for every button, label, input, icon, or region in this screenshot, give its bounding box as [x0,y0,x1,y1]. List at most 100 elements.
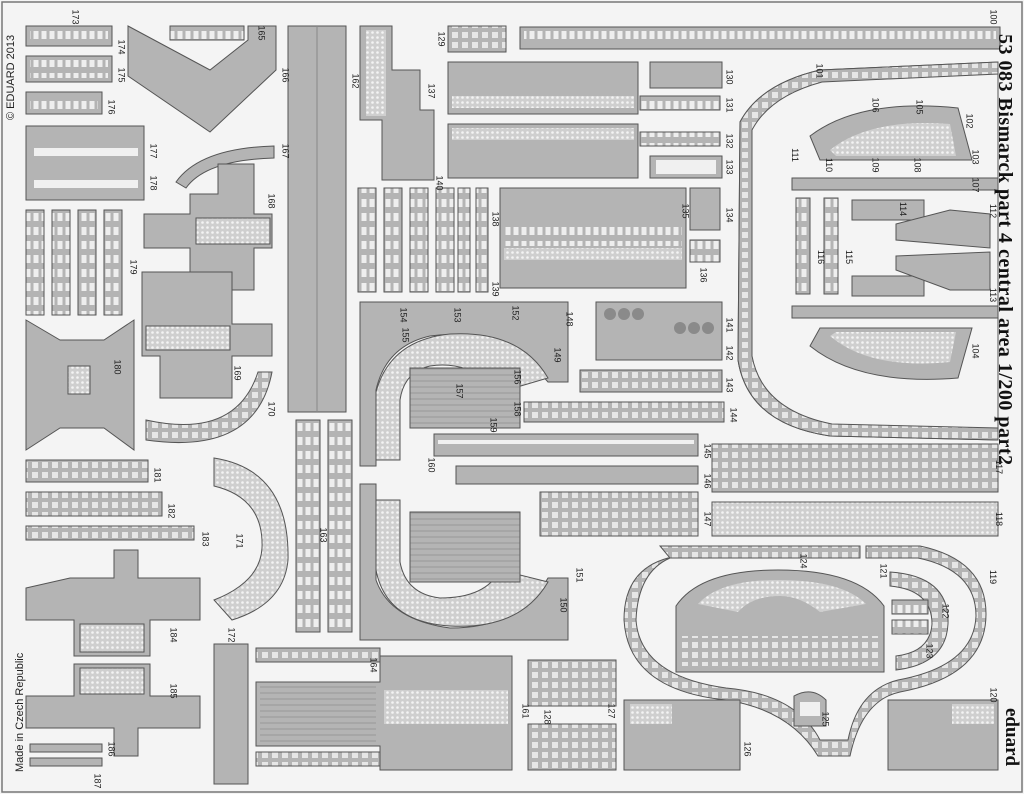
part-number-label: 141 [724,317,735,333]
part-number-label: 186 [106,741,117,757]
part-number-label: 184 [168,627,179,643]
part-number-label: 143 [724,377,735,393]
part-number-label: 157 [454,383,465,399]
part-number-label: 148 [564,311,575,327]
part-number-label: 175 [116,67,127,83]
part-180 [25,319,135,451]
part-179-ladders [25,209,123,316]
part-number-label: 170 [266,401,277,417]
part-101-frame [737,61,999,441]
part-number-label: 103 [970,149,981,165]
part-number-label: 161 [520,703,531,719]
part-172 [213,643,249,785]
part-number-label: 151 [574,567,585,583]
part-number-label: 127 [606,703,617,719]
part-number-label: 163 [318,527,329,543]
part-number-label: 100 [988,9,999,25]
part-number-label: 114 [898,201,909,217]
part-number-label: 124 [798,553,809,569]
part-number-label: 147 [702,511,713,527]
part-number-label: 165 [256,25,267,41]
part-number-label: 159 [488,417,499,433]
part-140-ladders [357,187,489,293]
origin-text: Made in Czech Republic [14,652,26,772]
parts-119-126-oval [623,545,999,771]
part-number-label: 106 [870,97,881,113]
part-number-label: 155 [400,327,411,343]
part-number-label: 177 [148,143,159,159]
part-number-label: 112 [988,203,999,219]
part-number-label: 158 [512,401,523,417]
parts-141-144 [523,301,725,423]
part-number-label: 102 [964,113,975,129]
part-number-label: 139 [490,281,501,297]
part-137 [359,25,435,181]
part-number-label: 104 [970,343,981,359]
part-number-label: 138 [490,211,501,227]
parts-181-183 [25,459,195,541]
sheet-title: 53 083 Bismarck part 4 central area 1/20… [994,34,1016,466]
part-number-label: 169 [232,365,243,381]
part-number-label: 131 [724,97,735,113]
part-number-label: 115 [844,249,855,265]
part-number-label: 153 [452,307,463,323]
part-number-label: 174 [116,39,127,55]
part-number-label: 176 [106,99,117,115]
part-170 [145,371,273,444]
parts-134-136 [499,187,721,289]
part-number-label: 142 [724,345,735,361]
part-number-label: 146 [702,473,713,489]
part-number-label: 156 [512,369,523,385]
part-number-label: 110 [824,157,835,173]
part-number-label: 181 [152,467,163,483]
part-number-label: 123 [924,643,935,659]
part-171 [213,457,289,621]
part-number-label: 144 [728,407,739,423]
part-number-label: 182 [166,503,177,519]
parts-127-128 [527,659,617,771]
brand-logo-text: eduard [1001,708,1022,767]
part-166 [287,25,347,413]
part-number-label: 145 [702,443,713,459]
part-number-label: 119 [988,569,999,585]
part-number-label: 121 [878,563,889,579]
part-number-label: 162 [350,73,361,89]
part-number-label: 120 [988,687,999,703]
part-number-label: 150 [558,597,569,613]
part-number-label: 178 [148,175,159,191]
parts-145-147 [433,433,699,537]
part-number-label: 179 [128,259,139,275]
parts-162-163 [295,419,353,633]
part-number-label: 171 [234,533,245,549]
parts-148-160-upper [359,301,569,467]
part-number-label: 118 [994,511,1005,527]
part-165 [127,25,277,133]
parts-117-118 [711,443,999,537]
part-number-label: 129 [436,31,447,47]
part-number-label: 152 [510,305,521,321]
parts-161-164 [255,647,513,771]
part-167 [175,145,275,189]
parts-184-187 [25,549,201,767]
part-number-label: 187 [92,773,103,789]
parts-148-160-lower [359,483,569,641]
part-number-label: 166 [280,67,291,83]
part-number-label: 122 [940,603,951,619]
part-number-label: 149 [552,347,563,363]
part-number-label: 108 [912,157,923,173]
part-number-label: 185 [168,683,179,699]
part-number-label: 111 [789,148,800,162]
part-number-label: 164 [368,657,379,673]
part-number-label: 126 [742,741,753,757]
part-number-label: 137 [426,83,437,99]
part-number-label: 101 [814,63,825,79]
copyright-text: © EDUARD 2013 [5,34,17,120]
part-number-label: 160 [426,457,437,473]
part-number-label: 117 [994,459,1005,475]
part-number-label: 180 [112,359,123,375]
parts-168-169 [141,163,273,399]
part-number-label: 125 [820,711,831,727]
part-number-label: 133 [724,159,735,175]
